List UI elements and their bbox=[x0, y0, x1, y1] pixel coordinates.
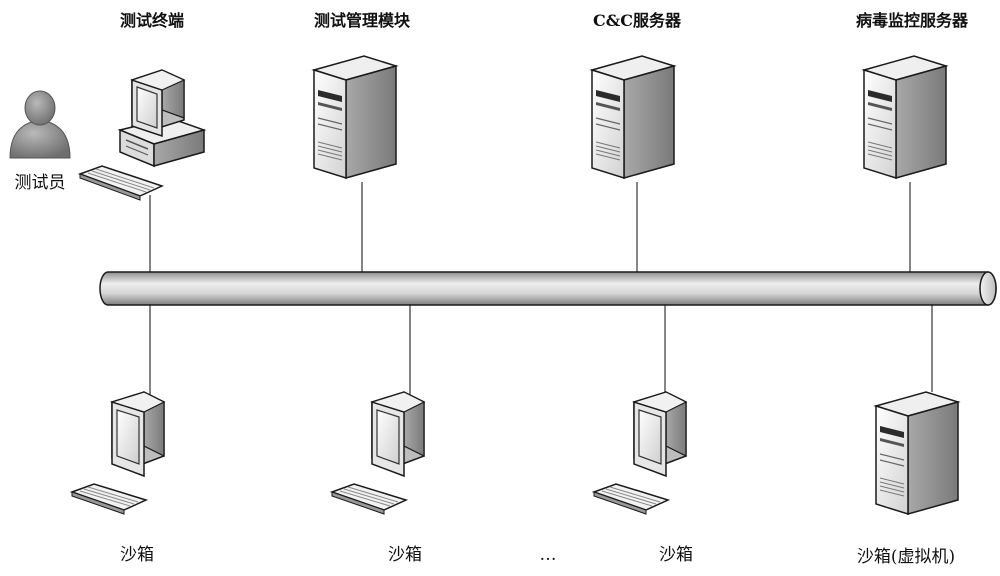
server-tower-icon-virus-monitor bbox=[863, 55, 947, 179]
sandbox-vm-label: 沙箱(虚拟机) bbox=[857, 547, 955, 567]
virus-monitor-server-label: 病毒监控服务器 bbox=[856, 11, 969, 30]
server-tower-icon-sandbox-vm bbox=[875, 391, 959, 515]
sandbox-1-computer-icon bbox=[71, 391, 165, 515]
test-terminal-label: 测试终端 bbox=[120, 11, 184, 30]
sandbox-2-label: 沙箱 bbox=[388, 545, 422, 565]
ellipsis-label: … bbox=[540, 545, 557, 565]
tester-label: 测试员 bbox=[15, 173, 66, 193]
tester-person-icon bbox=[9, 90, 71, 159]
connection-lines bbox=[149, 182, 933, 395]
sandbox-1-label: 沙箱 bbox=[120, 545, 154, 565]
sandbox-3-label: 沙箱 bbox=[659, 545, 693, 565]
sandbox-3-computer-icon bbox=[593, 391, 687, 515]
server-tower-icon-test-mgmt bbox=[313, 55, 397, 179]
network-bus bbox=[99, 271, 997, 306]
test-mgmt-module-label: 测试管理模块 bbox=[314, 11, 411, 30]
sandbox-2-computer-icon bbox=[331, 391, 425, 515]
server-tower-icon-cc bbox=[591, 55, 675, 179]
desktop-computer-icon bbox=[79, 69, 205, 201]
cc-server-label: C&C服务器 bbox=[593, 11, 682, 30]
